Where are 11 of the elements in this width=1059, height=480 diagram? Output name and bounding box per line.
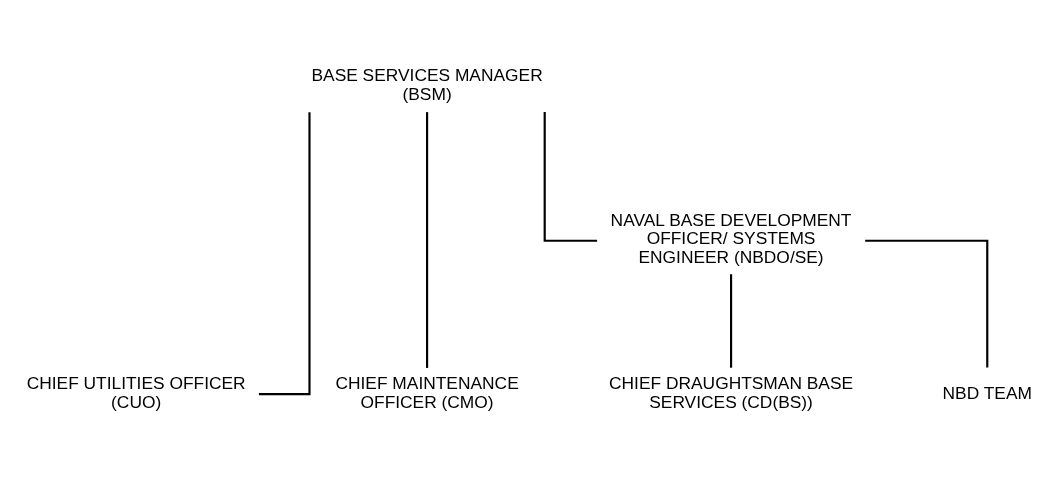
node-text: NBD TEAM: [942, 382, 1032, 403]
node-text: CHIEF MAINTENANCE OFFICER (CMO): [335, 373, 519, 413]
connector: [258, 112, 311, 396]
connector: [543, 112, 598, 242]
node-text: CHIEF UTILITIES OFFICER (CUO): [26, 373, 246, 413]
node-text: CHIEF DRAUGHTSMAN BASE SERVICES (CD(BS)): [609, 373, 854, 413]
node-text: BASE SERVICES MANAGER (BSM): [311, 64, 543, 104]
connector: [865, 239, 989, 368]
node-text: NAVAL BASE DEVELOPMENT OFFICER/ SYSTEMS ENGINEER (NBDO/SE): [610, 209, 852, 268]
connector: [729, 274, 733, 368]
connector: [426, 112, 429, 368]
